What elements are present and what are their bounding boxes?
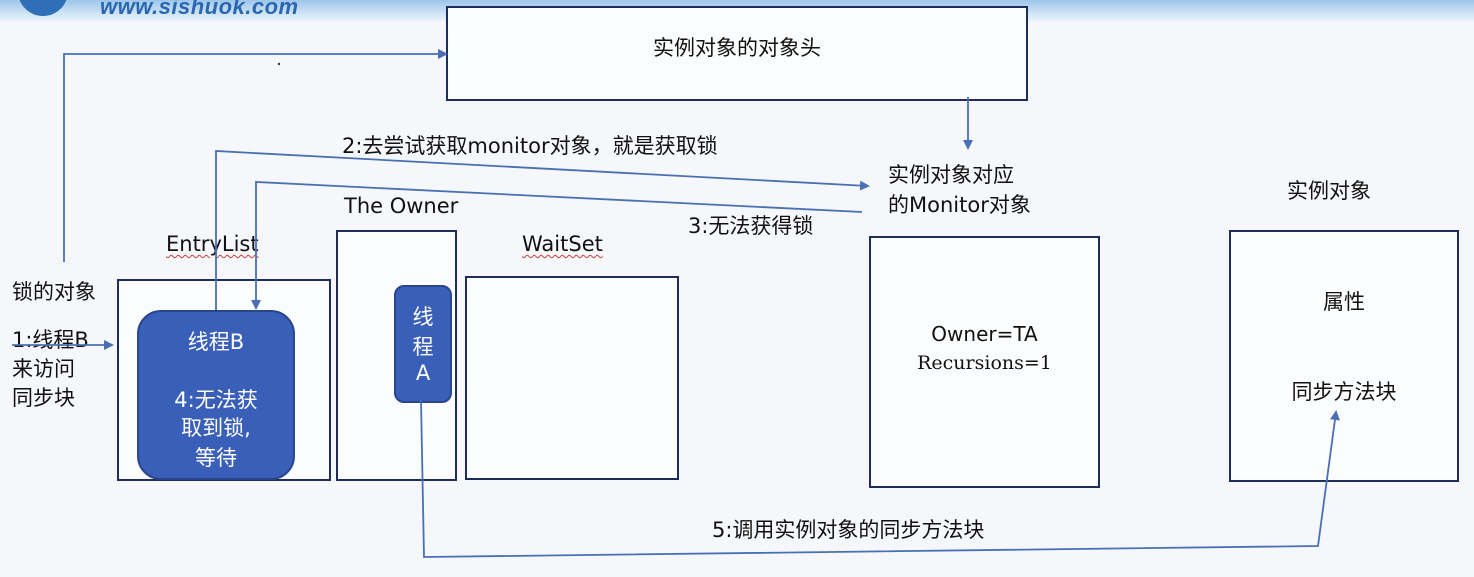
step1-line1: 1:线程B [12,328,89,352]
thread-b-card: 线程B 4:无法获 取到锁, 等待 [137,310,295,480]
monitor-box: Owner=TA Recursions=1 [869,236,1100,488]
monitor-owner-text: Owner=TA [931,322,1038,346]
thread-a-char3: A [415,361,431,385]
instance-attribute: 属性 [1323,290,1365,314]
object-header-box: 实例对象的对象头 [446,6,1028,101]
waitset-title: WaitSet [522,232,603,256]
logo-icon [18,0,68,16]
monitor-label-line2: 的Monitor对象 [888,193,1031,217]
object-header-label: 实例对象的对象头 [653,36,821,60]
thread-a-char1: 线 [412,305,434,329]
thread-b-status-line2: 取到锁, [181,416,251,440]
thread-b-status-line1: 4:无法获 [174,388,258,412]
thread-b-name: 线程B [187,330,245,354]
thread-a-char2: 程 [412,335,434,359]
step3-label: 3:无法获得锁 [688,214,814,238]
step5-label: 5:调用实例对象的同步方法块 [712,518,985,542]
instance-sync-method: 同步方法块 [1291,380,1397,404]
thread-a-card: 线 程 A [394,285,452,403]
stray-dot [277,62,281,66]
watermark-site: www.sishuok.com [100,0,299,19]
owner-title: The Owner [344,194,459,218]
thread-b-status-line3: 等待 [195,446,237,470]
step2-label: 2:去尝试获取monitor对象，就是获取锁 [342,134,718,158]
instance-title: 实例对象 [1287,179,1371,203]
monitor-label-line1: 实例对象对应 [888,163,1014,187]
step1-line2: 来访问 [12,357,75,381]
lock-object-label: 锁的对象 [12,280,96,304]
monitor-recursions-text: Recursions=1 [917,352,1052,374]
instance-box: 属性 同步方法块 [1229,230,1459,482]
step1-line3: 同步块 [12,386,75,410]
waitset-box [465,276,679,480]
entrylist-title: EntryList [166,232,259,256]
